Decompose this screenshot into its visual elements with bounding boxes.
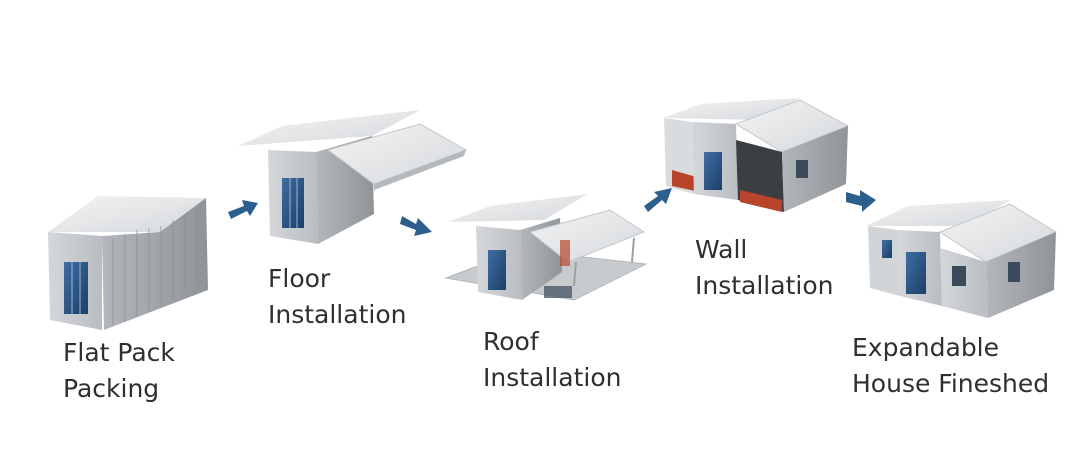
roof-installation-house — [444, 194, 648, 301]
step-label-line: Installation — [483, 363, 622, 392]
door-window-icon — [488, 250, 506, 290]
step-label-roof: Roof Installation — [483, 324, 621, 396]
window-icon — [1008, 262, 1020, 282]
step-label-line: Installation — [268, 300, 407, 329]
step-label-floor: Floor Installation — [268, 261, 406, 333]
door-window-icon — [282, 178, 304, 228]
step-label-wall: Wall Installation — [695, 232, 833, 304]
step-label-line: Installation — [695, 271, 834, 300]
step-label-line: Roof — [483, 327, 539, 356]
arrow-up-right-icon — [644, 188, 672, 212]
arrow-right-icon — [228, 200, 258, 219]
window-icon — [952, 266, 966, 286]
door-window-icon — [64, 262, 88, 314]
door-window-icon — [906, 252, 926, 294]
finished-expandable-house — [866, 200, 1058, 318]
arrow-right-icon — [846, 190, 876, 212]
door-window-icon — [704, 152, 722, 190]
arrow-down-right-icon — [400, 216, 432, 236]
step-label-line: Flat Pack — [63, 338, 175, 367]
step-label-line: Expandable — [852, 333, 1000, 362]
floor-installation-house — [238, 110, 468, 244]
wall-installation-house — [664, 98, 850, 212]
step-label-flat-pack: Flat Pack Packing — [63, 335, 175, 407]
step-label-line: Wall — [695, 235, 748, 264]
step-label-line: House Fineshed — [852, 369, 1050, 398]
step-label-line: Floor — [268, 264, 331, 293]
step-label-line: Packing — [63, 374, 160, 403]
window-icon — [796, 160, 808, 178]
window-icon — [882, 240, 892, 258]
flat-pack-container — [48, 196, 208, 330]
step-label-finished: Expandable House Fineshed — [852, 330, 1049, 402]
